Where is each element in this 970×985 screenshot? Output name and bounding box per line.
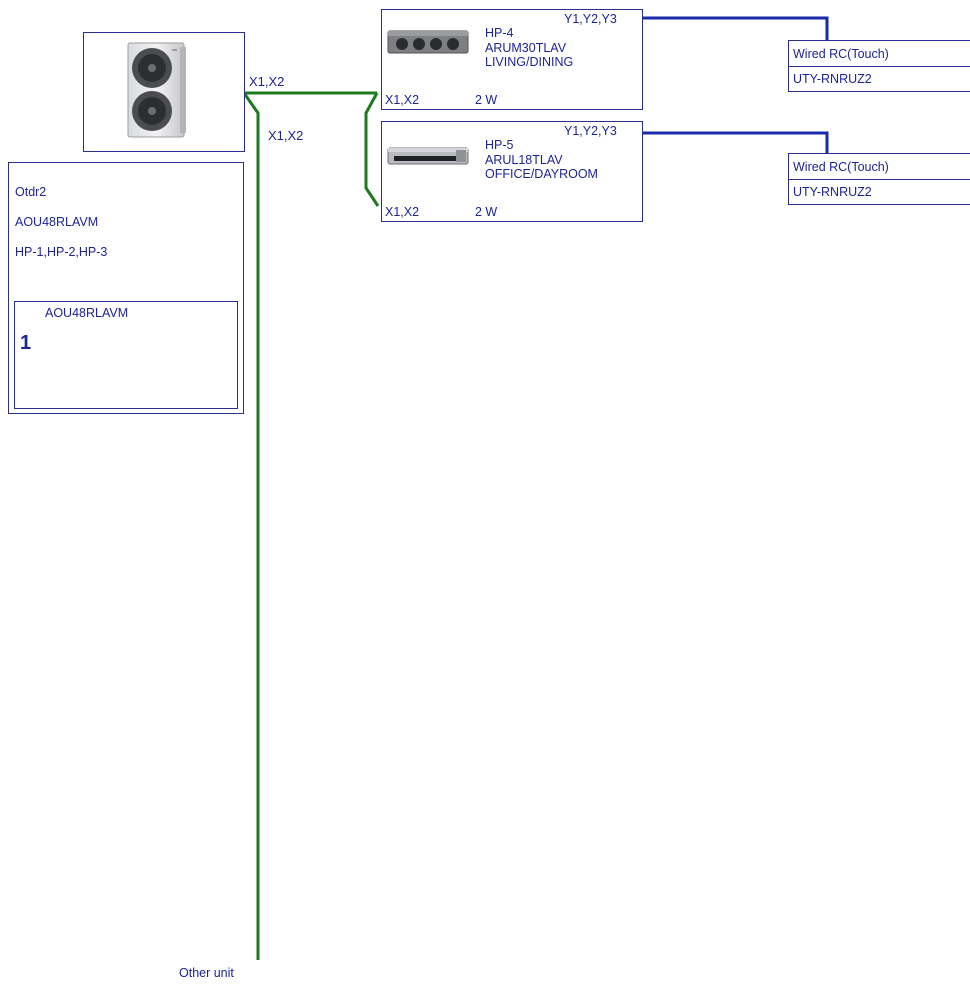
hp5-wire-spec: 2 W [475,205,498,219]
hp5-model: ARUL18TLAV [485,153,563,167]
outdoor-unit-model: AOU48RLAVM [15,215,99,229]
remote-controller-box-2[interactable]: Wired RC(Touch) UTY-RNRUZ2 [788,153,970,205]
rc1-model: UTY-RNRUZ2 [793,72,872,86]
slim-duct-indoor-unit-icon [387,147,469,165]
sub-panel-number: 1 [20,332,32,354]
outdoor-condenser-unit-icon [127,42,186,138]
outdoor-unit-sub-panel[interactable]: AOU48RLAVM 1 [14,301,238,409]
indoor-unit-box-hp5[interactable]: Y1,Y2,Y3 HP-5 ARUL18TLAV OFFICE/DAYROOM … [381,121,643,222]
indoor-unit-box-hp4[interactable]: Y1,Y2,Y3 HP-4 ARUM30TLAV LIVING/DINING X… [381,9,643,110]
other-unit-label: Other unit [179,966,234,980]
outdoor-unit-connected-units: HP-1,HP-2,HP-3 [15,245,108,259]
rc2-divider [789,179,970,180]
rc1-type: Wired RC(Touch) [793,47,889,61]
outdoor-unit-info-box[interactable]: Otdr2 AOU48RLAVM HP-1,HP-2,HP-3 AOU48RLA… [8,162,244,414]
hp5-remote-terminal: Y1,Y2,Y3 [564,124,617,138]
remote-wire-hp4 [642,16,829,40]
transmission-wire-to-hp5 [364,92,380,207]
hp4-remote-terminal: Y1,Y2,Y3 [564,12,617,26]
remote-controller-box-1[interactable]: Wired RC(Touch) UTY-RNRUZ2 [788,40,970,92]
outdoor-terminal-label-lower: X1,X2 [268,128,304,143]
outdoor-unit-image-box[interactable] [83,32,245,152]
remote-wire-hp5 [642,131,829,153]
hp4-wire-spec: 2 W [475,93,498,107]
rc2-model: UTY-RNRUZ2 [793,185,872,199]
rc1-divider [789,66,970,67]
transmission-wire-to-other-unit [242,92,260,960]
rc2-type: Wired RC(Touch) [793,160,889,174]
hp5-transmission-terminal: X1,X2 [385,205,420,219]
hp5-room: OFFICE/DAYROOM [485,167,598,181]
hp5-tag: HP-5 [485,138,514,152]
hp4-room: LIVING/DINING [485,55,574,69]
hp4-tag: HP-4 [485,26,514,40]
sub-panel-model: AOU48RLAVM [45,306,129,320]
ducted-indoor-unit-icon [387,30,469,54]
outdoor-terminal-label-upper: X1,X2 [249,74,285,89]
outdoor-unit-name: Otdr2 [15,185,47,199]
hp4-transmission-terminal: X1,X2 [385,93,420,107]
hp4-model: ARUM30TLAV [485,41,567,55]
